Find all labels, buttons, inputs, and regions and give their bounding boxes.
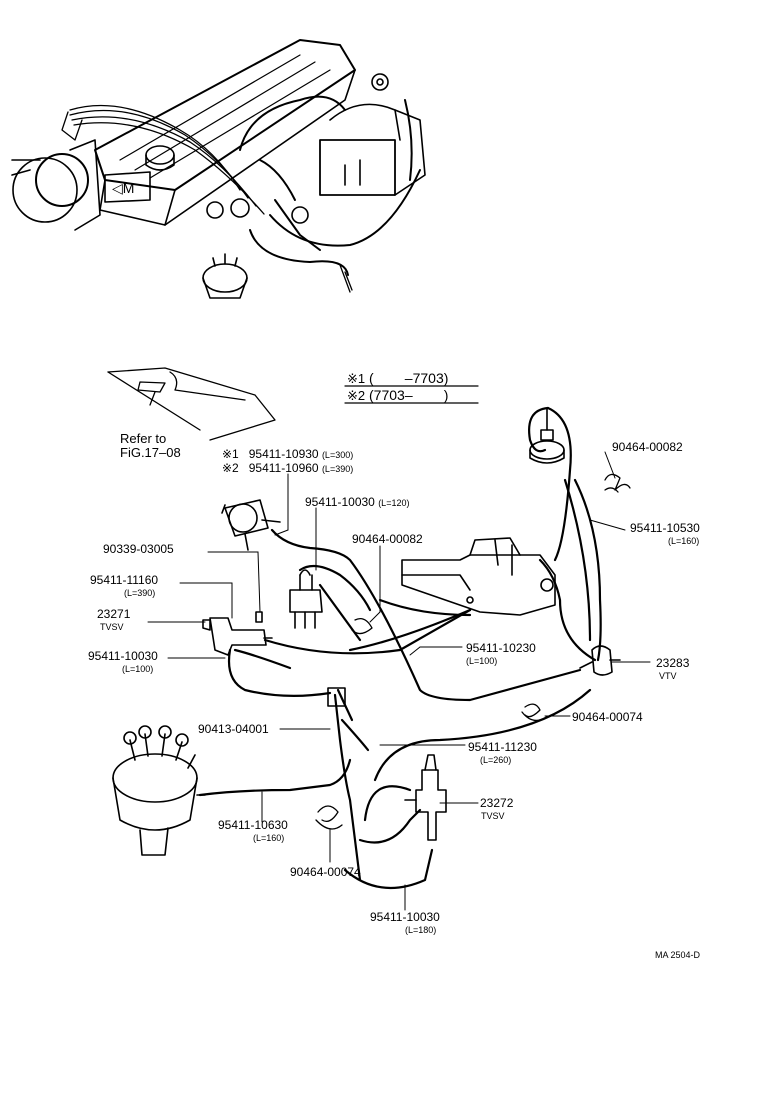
label-hose-160-left: 95411-10630 xyxy=(218,818,288,832)
tvsv-right-name: TVSV xyxy=(481,811,505,821)
hose-390-length: (L=390) xyxy=(124,588,156,598)
hose-120-part: 95411-10030 xyxy=(305,495,375,509)
refer-line-1: Refer to xyxy=(120,431,167,446)
tvsv-right xyxy=(404,754,447,841)
vacuum-switch xyxy=(289,569,323,629)
legend-row-1: ※1 ( –7703) xyxy=(347,370,448,387)
fan-pulley xyxy=(12,157,78,223)
variant-1-length: (L=300) xyxy=(321,450,354,460)
clip-shapes xyxy=(315,473,631,830)
label-clip-center: 90464-00082 xyxy=(352,532,423,546)
label-tvsv-right: 23272 xyxy=(480,796,514,810)
label-clip-bottom: 90464-00074 xyxy=(290,865,361,879)
label-hose-100-left: 95411-10030 xyxy=(88,649,158,663)
vtv-name: VTV xyxy=(659,671,677,681)
label-tvsv-left: 23271 xyxy=(97,607,131,621)
variant-2-length: (L=390) xyxy=(321,464,354,474)
label-clip-top-right: 90464-00082 xyxy=(612,440,683,454)
label-hose-260: 95411-11230 xyxy=(468,740,537,754)
legend-row-2-mark: ※2 xyxy=(347,388,366,403)
spark-plug-wires xyxy=(61,104,265,215)
overview-hoses xyxy=(239,95,421,276)
cylinder-head-cover xyxy=(94,39,356,191)
vacuum-diaphragm xyxy=(221,499,281,551)
plug-part xyxy=(255,611,263,623)
variant-2: ※2 95411-10960 (L=390) xyxy=(222,462,353,476)
variant-2-mark: ※2 xyxy=(222,461,239,475)
variant-1-part: 95411-10930 xyxy=(248,447,319,461)
hose-160-left-length: (L=160) xyxy=(253,833,285,843)
variant-1-mark: ※1 xyxy=(222,447,239,461)
vtv-valve xyxy=(579,645,621,676)
check-valve-top xyxy=(529,407,565,464)
refer-sketch xyxy=(107,367,276,441)
drawing-code: MA 2504-D xyxy=(655,950,701,960)
label-plug: 90339-03005 xyxy=(103,542,174,556)
hose-260-length: (L=260) xyxy=(480,755,512,765)
hose-100-center-length: (L=100) xyxy=(466,656,498,666)
tvsv-left-name: TVSV xyxy=(100,622,124,632)
distributor xyxy=(112,725,206,856)
label-hose-390: 95411-11160 xyxy=(90,573,159,587)
cover-badge xyxy=(104,171,151,203)
label-vtv: 23283 xyxy=(656,656,690,670)
label-tee: 90413-04001 xyxy=(198,722,269,736)
legend-row-2: ※2 (7703– ) xyxy=(347,387,448,404)
hose-100-left-length: (L=100) xyxy=(122,664,154,674)
leader-lines xyxy=(147,451,651,911)
label-clip-mid-right: 90464-00074 xyxy=(572,710,643,724)
hose-160-right-length: (L=160) xyxy=(668,536,700,546)
label-hose-160-right: 95411-10530 xyxy=(630,521,700,535)
hose-120-length: (L=120) xyxy=(378,498,410,508)
engine-overview-illustration: ◁M xyxy=(11,39,426,299)
refer-line-2: FiG.17–08 xyxy=(120,445,181,460)
carburetor-body xyxy=(401,537,556,616)
svg-text:◁M: ◁M xyxy=(112,180,134,196)
variant-2-part: 95411-10960 xyxy=(248,461,319,475)
legend-row-1-mark: ※1 xyxy=(347,371,366,386)
distributor-small xyxy=(202,253,248,299)
fan-pulley-hub xyxy=(35,153,89,207)
legend-row-1-text: ( –7703) xyxy=(369,370,449,386)
tee-fitting xyxy=(327,687,346,707)
label-hose-120: 95411-10030 (L=120) xyxy=(305,496,409,510)
label-hose-100-center: 95411-10230 xyxy=(466,641,536,655)
variant-1: ※1 95411-10930 (L=300) xyxy=(222,448,353,462)
tvsv-left xyxy=(202,617,273,656)
label-hose-180: 95411-10030 xyxy=(370,910,440,924)
carburetor-assembly xyxy=(319,73,426,196)
vacuum-system-hoses xyxy=(198,406,602,890)
legend-row-2-text: (7703– ) xyxy=(369,387,449,403)
hose-180-length: (L=180) xyxy=(405,925,437,935)
